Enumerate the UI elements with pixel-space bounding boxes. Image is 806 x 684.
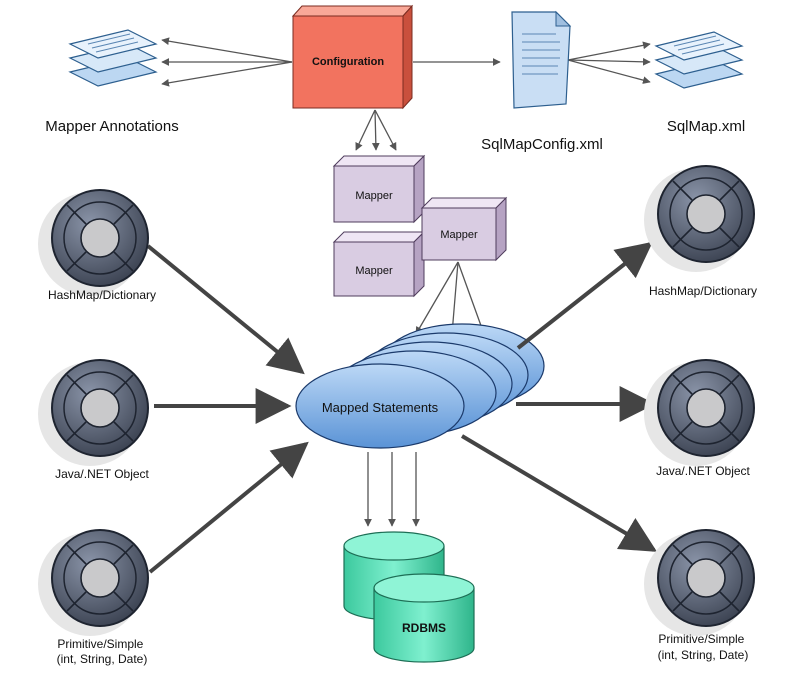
configuration-box: Configuration [291, 4, 414, 110]
mapped-statements-label: Mapped Statements [322, 400, 439, 415]
statements-to-rdbms-arrows [364, 452, 420, 527]
output-arrows [460, 241, 658, 552]
mapper-annotations-icon [68, 29, 158, 87]
sqlmapconfig-document-icon [511, 10, 572, 109]
input-label-primitive-line1: Primitive/Simple [57, 637, 143, 651]
input-ring-hashmap-icon [38, 189, 149, 296]
mapper-annotations-label: Mapper Annotations [45, 118, 178, 135]
output-ring-primitive-icon [644, 529, 755, 636]
output-label-primitive: Primitive/Simple (int, String, Date) [658, 632, 749, 662]
mapper-box-2: Mapper [332, 230, 426, 298]
input-ring-object-icon [38, 359, 149, 466]
mapper-2-label: Mapper [355, 265, 393, 277]
output-label-hashmap: HashMap/Dictionary [649, 284, 757, 298]
rdbms-label: RDBMS [402, 621, 446, 635]
mapper-3-label: Mapper [440, 229, 478, 241]
config-to-mappers-arrows [355, 109, 397, 151]
output-ring-object-icon [644, 359, 755, 466]
input-arrows [146, 244, 309, 574]
input-ring-primitive-icon [38, 529, 149, 636]
input-label-hashmap: HashMap/Dictionary [48, 288, 156, 302]
sqlmapconfig-label: SqlMapConfig.xml [481, 136, 603, 153]
configuration-label: Configuration [312, 56, 384, 68]
rdbms-icon: RDBMS [343, 531, 475, 663]
mapper-to-statements-arrows [415, 261, 486, 335]
sqlmap-icon [654, 31, 744, 89]
input-label-primitive-line2: (int, String, Date) [57, 652, 148, 666]
mapped-statements-stack: Mapped Statements [295, 323, 545, 449]
output-label-primitive-line2: (int, String, Date) [658, 648, 749, 662]
input-label-primitive: Primitive/Simple (int, String, Date) [57, 637, 148, 666]
output-label-primitive-line1: Primitive/Simple [658, 632, 744, 646]
sqlmapconfig-to-sqlmap-arrows [567, 41, 651, 84]
sqlmap-label: SqlMap.xml [667, 118, 745, 135]
mapper-box-3: Mapper [420, 196, 508, 262]
input-label-object: Java/.NET Object [55, 467, 149, 481]
config-to-annotations-arrows [161, 37, 293, 87]
output-ring-hashmap-icon [644, 165, 755, 272]
mapper-1-label: Mapper [355, 190, 393, 202]
output-label-object: Java/.NET Object [656, 464, 750, 478]
mapper-box-1: Mapper [332, 154, 426, 224]
